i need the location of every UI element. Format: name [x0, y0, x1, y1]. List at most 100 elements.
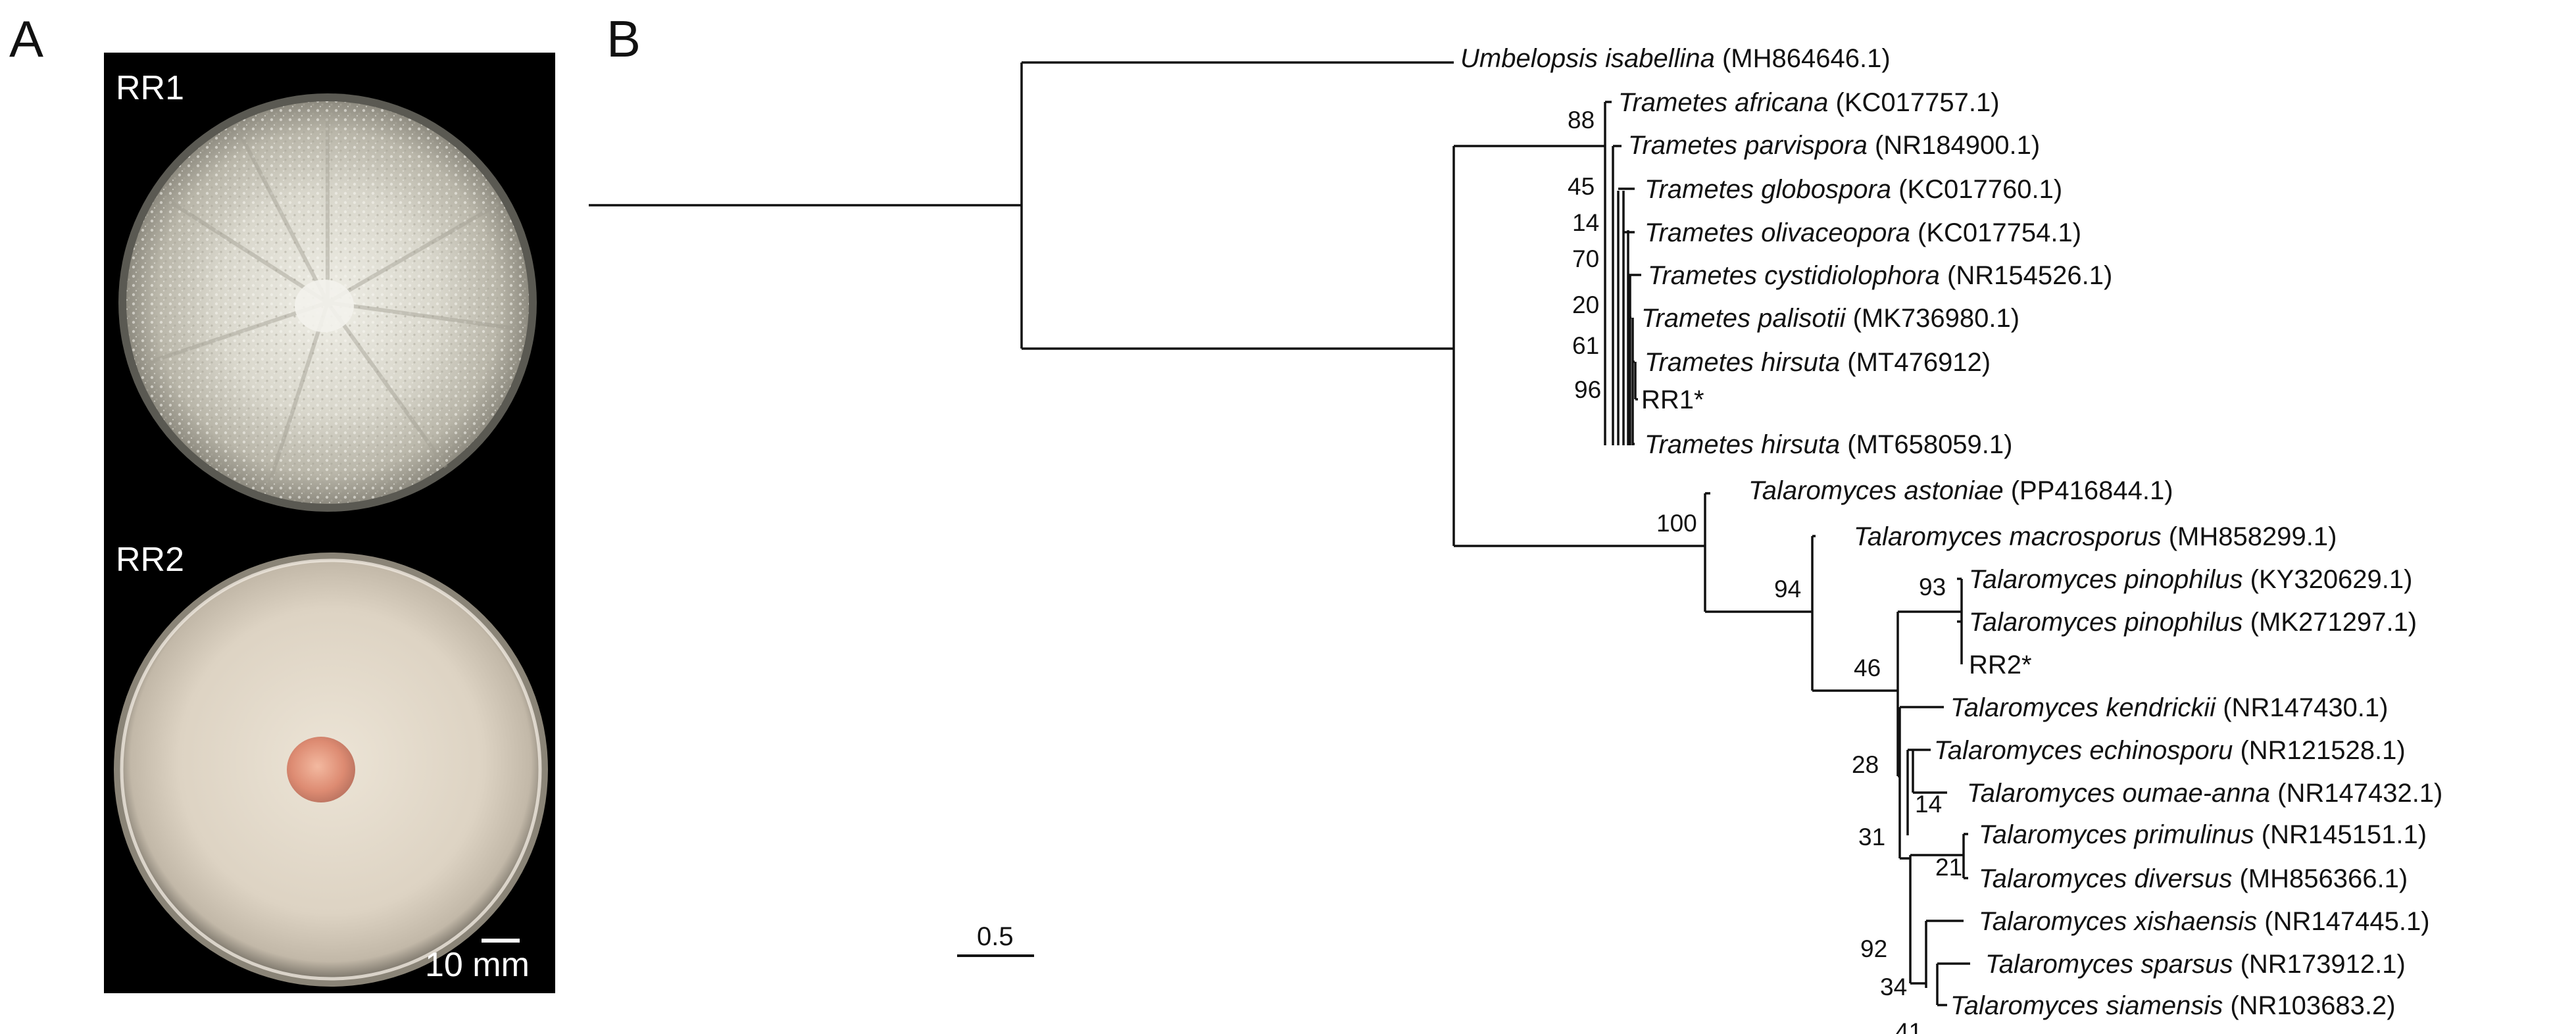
taxon-name: Trametes	[1645, 175, 1761, 204]
taxon-label: Trametes africana (KC017757.1)	[1618, 88, 2000, 117]
taxon-accession: (KC017757.1)	[1836, 88, 2000, 117]
taxon-accession: (MT658059.1)	[1847, 430, 2012, 459]
taxon-accession: (NR121528.1)	[2240, 736, 2405, 765]
taxon-name: Trametes	[1648, 261, 1764, 290]
taxon-label: Trametes hirsuta (MT658059.1)	[1645, 430, 2012, 459]
support-value: 70	[1572, 245, 1599, 272]
taxon-species: oumae-anna	[2122, 779, 2277, 808]
taxon-label: Talaromyces oumae-anna (NR147432.1)	[1967, 779, 2442, 808]
taxon-name: Trametes	[1645, 430, 1761, 459]
taxon-accession: (MK271297.1)	[2250, 608, 2417, 637]
taxon-name: Talaromyces	[1969, 608, 2124, 637]
taxon-accession: (NR147445.1)	[2264, 907, 2429, 936]
taxon-species: palisotii	[1757, 304, 1853, 333]
taxon-species: globospora	[1761, 175, 1898, 204]
taxon-species: cystidiolophora	[1764, 261, 1947, 290]
taxon-label: Talaromyces sparsus (NR173912.1)	[1985, 950, 2406, 979]
taxon-name: Trametes	[1645, 348, 1761, 377]
taxon-species: astoniae	[1904, 476, 2010, 505]
taxon-name: Trametes	[1645, 218, 1761, 247]
taxon-accession: (NR145151.1)	[2262, 820, 2427, 849]
support-value: 31	[1858, 824, 1885, 850]
rr2-label: RR2	[116, 541, 185, 579]
taxon-label: Trametes parvispora (NR184900.1)	[1628, 131, 2040, 160]
support-value: 94	[1774, 576, 1801, 603]
taxon-species: macrosporus	[2009, 522, 2168, 551]
support-value: 100	[1656, 510, 1697, 537]
taxon-label: Talaromyces pinophilus (MK271297.1)	[1969, 608, 2417, 637]
taxon-label: Talaromyces diversus (MH856366.1)	[1979, 864, 2408, 893]
taxon-label: RR1*	[1641, 385, 1704, 414]
taxon-name: Trametes	[1618, 88, 1735, 117]
taxon-label: RR2*	[1969, 651, 2032, 679]
taxon-label: Talaromyces siamensis (NR103683.2)	[1950, 991, 2396, 1020]
taxon-name: Talaromyces	[1967, 779, 2122, 808]
taxon-label: Talaromyces echinosporu (NR121528.1)	[1934, 736, 2406, 765]
taxon-name: Talaromyces	[1979, 820, 2134, 849]
support-value: 93	[1919, 574, 1946, 601]
support-value: 14	[1572, 209, 1599, 236]
taxon-label: Talaromyces macrosporus (MH858299.1)	[1854, 522, 2337, 551]
taxon-label: Talaromyces primulinus (NR145151.1)	[1979, 820, 2427, 849]
rr1-culture-photo: RR1	[104, 53, 555, 523]
taxon-accession: (NR147432.1)	[2277, 779, 2442, 808]
taxon-accession: (MH864646.1)	[1722, 44, 1891, 73]
taxon-species: hirsuta	[1761, 348, 1847, 377]
panel-b-letter: B	[607, 10, 641, 68]
taxon-label: Trametes palisotii (MK736980.1)	[1641, 304, 2019, 333]
support-value: 20	[1572, 291, 1599, 318]
taxon-name: Talaromyces	[1969, 565, 2124, 594]
taxon-name: Trametes	[1628, 131, 1745, 160]
taxon-species: sparsus	[2141, 950, 2240, 979]
taxon-species: primulinus	[2133, 820, 2261, 849]
taxon-label: Talaromyces xishaensis (NR147445.1)	[1979, 907, 2430, 936]
taxon-species: hirsuta	[1761, 430, 1847, 459]
taxon-species: echinosporu	[2089, 736, 2240, 765]
taxon-label: Talaromyces astoniae (PP416844.1)	[1748, 476, 2173, 505]
rr2-culture-photo: RR2 10 mm	[104, 523, 555, 993]
taxon-name: Talaromyces	[1934, 736, 2089, 765]
taxon-accession: (MK736980.1)	[1853, 304, 2019, 333]
taxon-species: siamensis	[2106, 991, 2230, 1020]
taxon-species: olivaceopora	[1761, 218, 1918, 247]
rr1-label: RR1	[116, 69, 185, 107]
support-value: 28	[1852, 751, 1879, 778]
rr2-petri-dish-image	[114, 553, 548, 987]
photo-scale-bar	[482, 939, 520, 943]
taxon-accession: (NR184900.1)	[1875, 131, 2040, 160]
taxon-label: Trametes globospora (KC017760.1)	[1645, 175, 2062, 204]
taxon-accession: (MT476912)	[1847, 348, 1991, 377]
photo-scale-label: 10 mm	[425, 946, 530, 984]
taxon-label: Talaromyces pinophilus (KY320629.1)	[1969, 565, 2412, 594]
taxon-species: xishaensis	[2133, 907, 2264, 936]
support-value: 88	[1568, 107, 1595, 134]
taxon-accession: (NR154526.1)	[1947, 261, 2112, 290]
taxon-species: pinophilus	[2123, 565, 2250, 594]
taxon-name: Talaromyces	[1950, 991, 2106, 1020]
support-value: 61	[1572, 332, 1599, 359]
taxon-name: Talaromyces	[1854, 522, 2009, 551]
support-value: 96	[1574, 376, 1601, 403]
taxon-accession: RR2*	[1969, 651, 2032, 679]
panel-a-letter: A	[9, 10, 44, 68]
taxon-accession: (NR173912.1)	[2241, 950, 2406, 979]
taxon-name: Talaromyces	[1979, 864, 2134, 893]
taxon-label: Umbelopsis isabellina (MH864646.1)	[1460, 44, 1891, 73]
taxon-species: africana	[1735, 88, 1835, 117]
rr1-petri-dish-image	[118, 93, 537, 512]
taxon-accession: (KC017754.1)	[1918, 218, 2081, 247]
tree-branches	[589, 61, 1970, 1006]
taxon-label: Talaromyces kendrickii (NR147430.1)	[1950, 693, 2388, 722]
taxon-species: kendrickii	[2106, 693, 2223, 722]
taxon-name: Talaromyces	[1748, 476, 1904, 505]
taxon-species: pinophilus	[2123, 608, 2250, 637]
taxon-label: Trametes cystidiolophora (NR154526.1)	[1648, 261, 2112, 290]
taxon-species: parvispora	[1744, 131, 1875, 160]
taxon-accession: (NR103683.2)	[2230, 991, 2395, 1020]
support-value: 45	[1568, 173, 1595, 200]
support-value: 34	[1880, 973, 1907, 1000]
support-value: 14	[1915, 791, 1942, 818]
support-value: 46	[1854, 654, 1881, 681]
taxon-name: Umbelopsis	[1460, 44, 1605, 73]
